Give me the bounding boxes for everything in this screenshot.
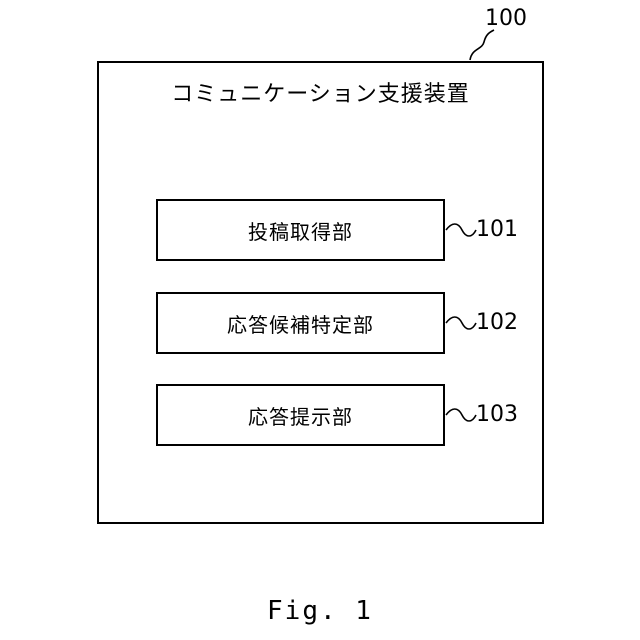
device-title: コミュニケーション支援装置 bbox=[97, 80, 544, 110]
figure-caption: Fig. 1 bbox=[0, 596, 640, 626]
module-ref-label: 102 bbox=[476, 310, 518, 336]
module-ref-label: 103 bbox=[476, 402, 518, 428]
module-ref-label: 101 bbox=[476, 217, 518, 243]
module-box-post-acquisition: 投稿取得部 bbox=[156, 199, 445, 261]
module-label: 応答提示部 bbox=[248, 401, 353, 430]
module-box-response-candidate: 応答候補特定部 bbox=[156, 292, 445, 354]
leader-line-100 bbox=[470, 30, 494, 60]
module-box-response-presentation: 応答提示部 bbox=[156, 384, 445, 446]
module-label: 応答候補特定部 bbox=[227, 309, 374, 338]
device-ref-label: 100 bbox=[485, 6, 527, 32]
module-label: 投稿取得部 bbox=[248, 216, 353, 245]
